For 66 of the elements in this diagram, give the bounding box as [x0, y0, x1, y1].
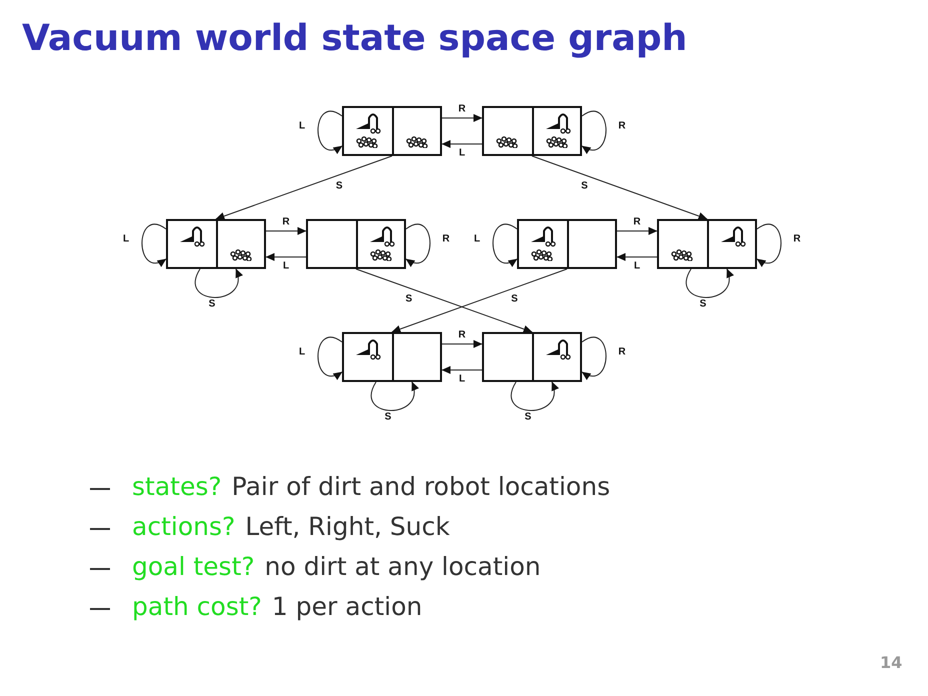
edge-label: R [617, 120, 627, 132]
edge-label: S [384, 412, 392, 422]
edge-label: S [404, 293, 414, 304]
answer-text: Left, Right, Suck [245, 512, 450, 541]
edge-label: L [298, 346, 306, 358]
state-box [657, 219, 757, 269]
state-box [306, 219, 406, 269]
page-number: 14 [880, 653, 902, 672]
arrow [194, 268, 242, 298]
arrow [616, 253, 658, 261]
edge-label: S [698, 298, 708, 310]
edge-label: R [792, 234, 802, 244]
arrow [510, 382, 558, 411]
arrow [266, 253, 306, 261]
arrow [442, 366, 482, 374]
edge-label: L [632, 260, 642, 272]
question-term: goal test? [132, 552, 255, 581]
edge-label: S [334, 180, 344, 192]
state-box [517, 219, 617, 269]
state-box [166, 219, 266, 269]
edge-label: R [441, 234, 451, 244]
edge-label: L [472, 234, 482, 244]
arrow [686, 268, 733, 298]
answer-text: Pair of dirt and robot locations [232, 472, 610, 501]
state-box [342, 106, 442, 156]
state-box [342, 332, 442, 382]
arrow [442, 340, 482, 348]
answer-text: no dirt at any location [264, 552, 541, 581]
arrow [756, 224, 782, 266]
arrow [318, 336, 342, 380]
answer-text: 1 per action [272, 592, 422, 621]
edge-label: L [458, 148, 466, 158]
edge-label: R [617, 346, 627, 358]
arrow [532, 156, 708, 220]
edge-label: R [457, 104, 467, 114]
edge-label: L [298, 120, 306, 132]
arrow [370, 382, 418, 411]
arrow [406, 224, 430, 266]
edge-label: L [458, 374, 466, 384]
edge-label: S [510, 293, 519, 304]
arrow [492, 224, 518, 266]
state-box [482, 332, 582, 382]
arrow [216, 156, 392, 220]
arrow [442, 140, 482, 148]
arrow [616, 227, 658, 235]
edge-label: S [580, 180, 589, 192]
question-term: states? [132, 472, 222, 501]
question-term: actions? [132, 512, 236, 541]
edge-label: R [632, 216, 642, 228]
arrow [582, 110, 606, 154]
arrow [318, 110, 342, 154]
arrow [442, 114, 482, 122]
edge-label: S [524, 412, 532, 422]
edge-label: L [122, 234, 130, 244]
edge-label: S [208, 298, 216, 310]
question-term: path cost? [132, 592, 262, 621]
arrow [392, 268, 568, 333]
arrow [356, 268, 532, 333]
edge-label: R [457, 330, 467, 340]
arrow [142, 224, 166, 266]
arrow [266, 227, 306, 235]
slide-title: Vacuum world state space graph [22, 18, 688, 59]
edge-label: R [281, 216, 291, 228]
edge-label: L [282, 260, 290, 272]
arrow [582, 336, 606, 380]
state-box [482, 106, 582, 156]
